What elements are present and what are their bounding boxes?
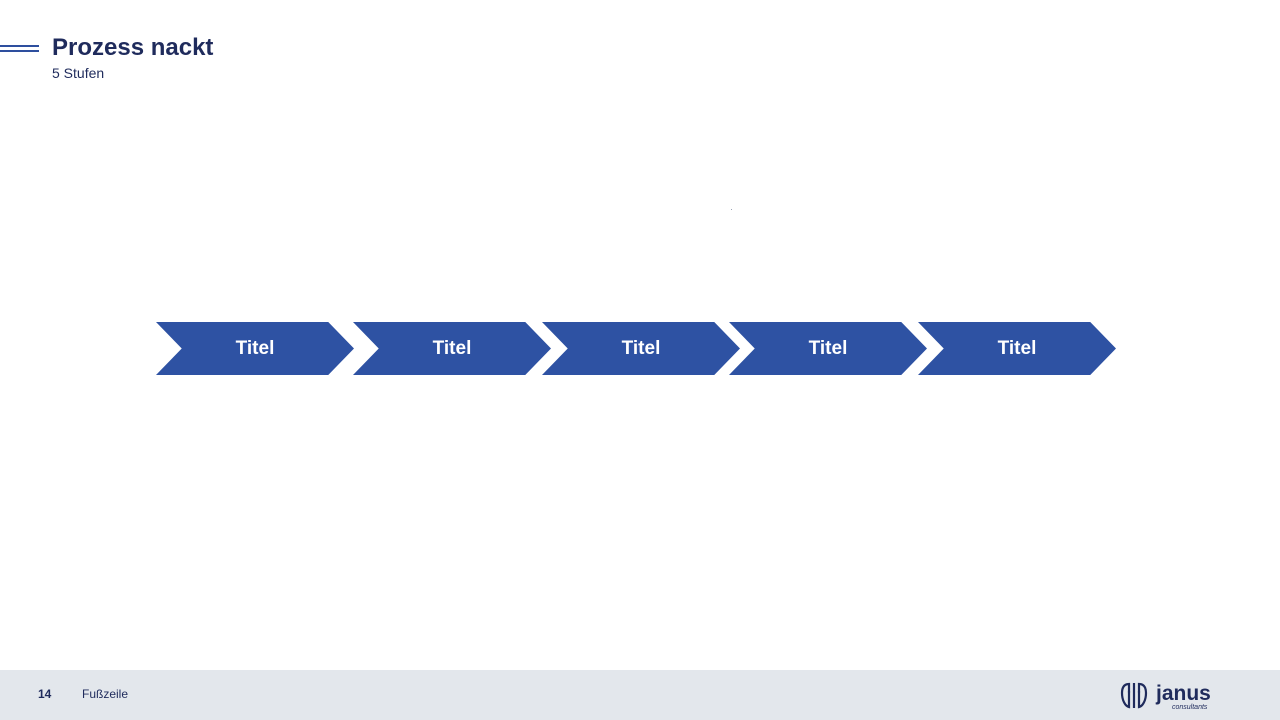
footer-bar: 14 Fußzeile janus consultants: [0, 670, 1280, 720]
process-step-label: Titel: [621, 337, 661, 359]
process-step-1: Titel: [156, 322, 354, 375]
process-step-label: Titel: [235, 337, 275, 359]
accent-line: [0, 45, 39, 47]
process-step-label: Titel: [997, 337, 1037, 359]
accent-line: [0, 50, 39, 52]
page-number: 14: [38, 687, 52, 701]
logo-subtext: consultants: [1172, 704, 1208, 711]
page-title: Prozess nackt: [52, 34, 214, 61]
process-step-4: Titel: [729, 322, 927, 375]
process-step-5: Titel: [918, 322, 1116, 375]
stray-dot: [731, 209, 732, 210]
process-step-2: Titel: [353, 322, 551, 375]
footer-text: Fußzeile: [82, 687, 129, 701]
janus-logo-icon: [1120, 682, 1148, 709]
title-accent-lines: [0, 45, 39, 53]
janus-logo: janus consultants: [1120, 682, 1211, 711]
logo-wordmark: janus: [1155, 682, 1211, 705]
page-subtitle: 5 Stufen: [52, 65, 105, 81]
process-step-3: Titel: [542, 322, 740, 375]
process-step-label: Titel: [808, 337, 848, 359]
process-step-label: Titel: [432, 337, 472, 359]
